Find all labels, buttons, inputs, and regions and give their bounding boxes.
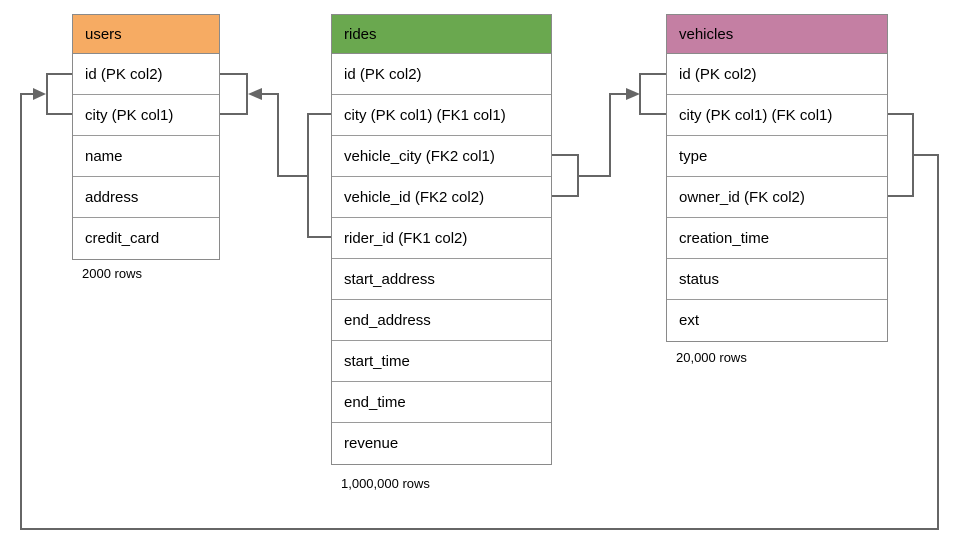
rides-row-count-label: 1,000,000 rows <box>341 476 430 491</box>
fk2-connector-rides-to-vehicles <box>551 73 667 197</box>
table-row: city (PK col1) (FK col1) <box>667 95 887 136</box>
table-row: address <box>73 177 219 218</box>
table-row: creation_time <box>667 218 887 259</box>
table-vehicles-header: vehicles <box>667 15 887 54</box>
fk1-connector-rides-to-users <box>219 73 332 238</box>
table-row: vehicle_city (FK2 col1) <box>332 136 551 177</box>
table-row: owner_id (FK col2) <box>667 177 887 218</box>
table-row: credit_card <box>73 218 219 259</box>
table-row: id (PK col2) <box>73 54 219 95</box>
table-row: end_address <box>332 300 551 341</box>
table-row: end_time <box>332 382 551 423</box>
fk2-rides-bracket <box>551 154 579 197</box>
fk3-users-bracket <box>46 73 73 115</box>
fk1-rides-bracket <box>307 113 332 238</box>
fk2-connector-path <box>577 93 628 177</box>
fk1-arrowhead-icon <box>248 88 262 100</box>
table-row: status <box>667 259 887 300</box>
table-vehicles: vehicles id (PK col2) city (PK col1) (FK… <box>666 14 888 342</box>
users-row-count-label: 2000 rows <box>82 266 142 281</box>
fk1-connector-path <box>260 93 309 177</box>
table-row: name <box>73 136 219 177</box>
table-row: type <box>667 136 887 177</box>
fk3-vehicles-bracket <box>887 113 914 197</box>
table-row: start_address <box>332 259 551 300</box>
table-row: city (PK col1) <box>73 95 219 136</box>
table-rides: rides id (PK col2) city (PK col1) (FK1 c… <box>331 14 552 465</box>
fk3-arrowhead-icon <box>33 88 46 100</box>
table-row: id (PK col2) <box>332 54 551 95</box>
table-row: start_time <box>332 341 551 382</box>
table-row: city (PK col1) (FK1 col1) <box>332 95 551 136</box>
table-row: revenue <box>332 423 551 464</box>
table-row: ext <box>667 300 887 341</box>
table-rides-header: rides <box>332 15 551 54</box>
table-users-header: users <box>73 15 219 54</box>
table-users: users id (PK col2) city (PK col1) name a… <box>72 14 220 260</box>
vehicles-row-count-label: 20,000 rows <box>676 350 747 365</box>
fk2-vehicles-bracket <box>639 73 667 115</box>
table-row: id (PK col2) <box>667 54 887 95</box>
fk1-users-bracket <box>219 73 248 115</box>
fk2-arrowhead-icon <box>626 88 640 100</box>
table-row: vehicle_id (FK2 col2) <box>332 177 551 218</box>
table-row: rider_id (FK1 col2) <box>332 218 551 259</box>
